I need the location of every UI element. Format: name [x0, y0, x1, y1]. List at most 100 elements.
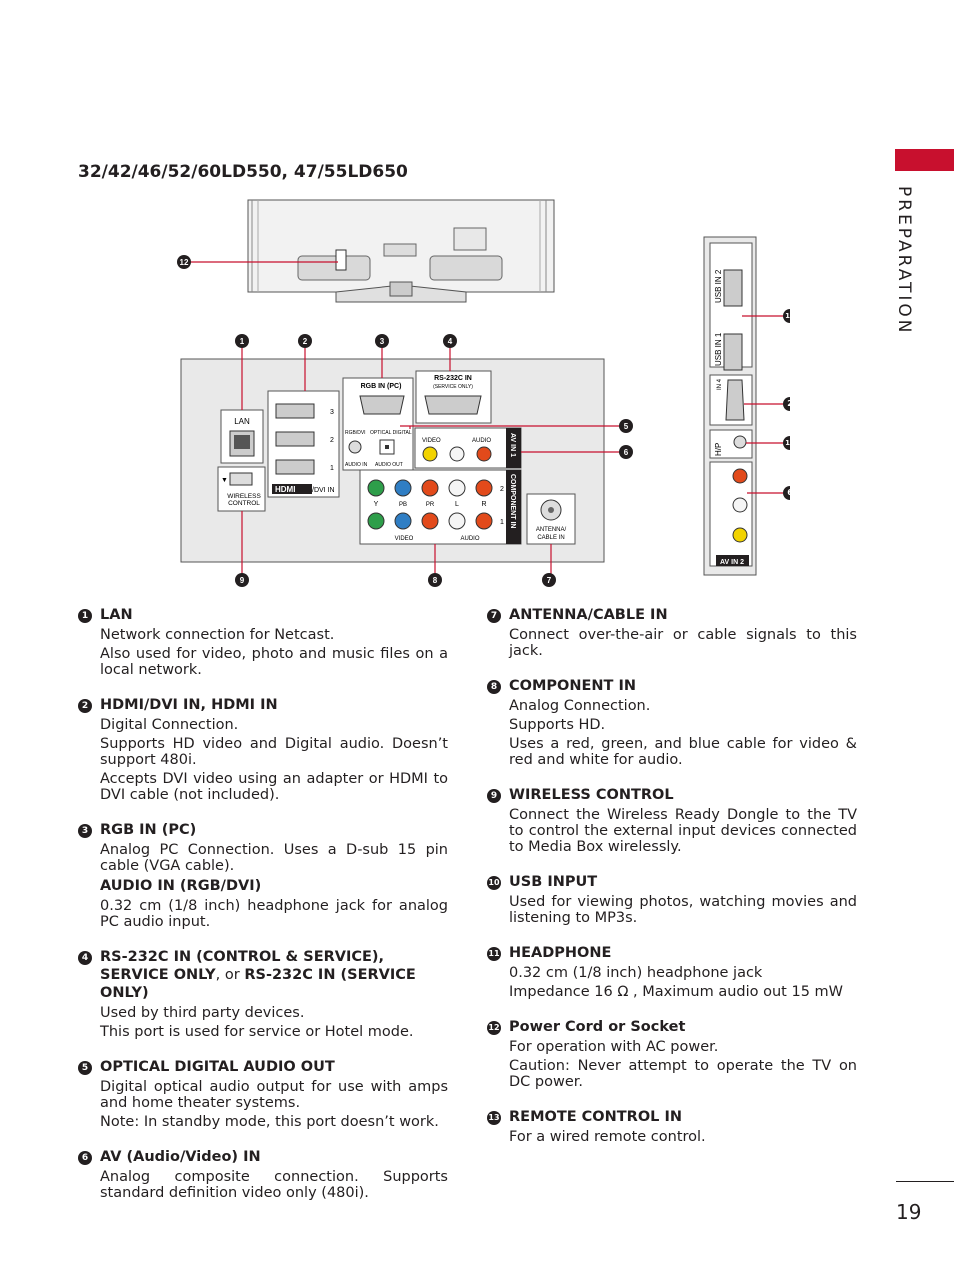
callout-1: 1 — [240, 337, 245, 346]
item-text: Digital Connection. — [100, 717, 239, 733]
item-number: 1 — [78, 609, 92, 623]
item-remote: 13 REMOTE CONTROL IN For a wired remote … — [487, 1108, 857, 1145]
item-text: 0.32 cm (1/8 inch) headphone jack for an… — [100, 898, 448, 930]
item-number: 13 — [487, 1111, 501, 1125]
item-text: Used for viewing photos, watching movies… — [509, 894, 857, 926]
diagram-callouts — [241, 348, 620, 575]
item-rgb: 3 RGB IN (PC) Analog PC Connection. Uses… — [78, 821, 448, 930]
hdmi-1: 1 — [330, 465, 334, 472]
side-panel: USB IN 2 USB IN 1 IN 4 H/P AV IN 2 — [703, 236, 757, 576]
item-text: Connect the Wireless Ready Dongle to the… — [509, 807, 857, 855]
callout-4: 4 — [448, 337, 453, 346]
av1-video-label: VIDEO — [422, 438, 441, 444]
item-number: 10 — [487, 876, 501, 890]
item-headphone: 11 HEADPHONE 0.32 cm (1/8 inch) headphon… — [487, 944, 857, 1000]
component-l: L — [455, 501, 459, 508]
item-text: Used by third party devices. — [100, 1005, 305, 1021]
item-text: Supports HD video and Digital audio. Doe… — [100, 736, 448, 768]
item-title: USB INPUT — [509, 874, 598, 890]
service-only-label: (SERVICE ONLY) — [433, 384, 473, 390]
model-title: 32/42/46/52/60LD550, 47/55LD650 — [78, 162, 408, 182]
section-label: PREPARATION — [880, 186, 920, 336]
hdmi-2: 2 — [330, 437, 334, 444]
usb-in-1-label: USB IN 1 — [714, 332, 723, 366]
component-in-label: COMPONENT IN — [509, 474, 516, 528]
callout-2-side: 2 — [787, 399, 793, 408]
component-1: 1 — [500, 519, 504, 526]
item-text: For operation with AC power. — [509, 1039, 719, 1055]
item-title: RGB IN (PC) — [100, 822, 197, 838]
item-lan: 1 LAN Network connection for Netcast. Al… — [78, 606, 448, 678]
item-power: 12 Power Cord or Socket For operation wi… — [487, 1018, 857, 1090]
callout-6: 6 — [624, 448, 629, 457]
callout-7: 7 — [547, 576, 552, 585]
av-in-1-label: AV IN 1 — [509, 433, 516, 457]
page-number: 19 — [896, 1200, 922, 1224]
component-video-label: VIDEO — [395, 536, 414, 542]
svg-text:CONTROL: CONTROL — [228, 500, 260, 507]
item-rs232c: 4 RS-232C IN (CONTROL & SERVICE), SERVIC… — [78, 948, 448, 1040]
right-column: 7 ANTENNA/CABLE IN Connect over-the-air … — [487, 606, 857, 1145]
component-y: Y — [374, 501, 379, 508]
component-2: 2 — [500, 486, 504, 493]
item-title: ANTENNA/CABLE IN — [509, 607, 668, 623]
svg-text:ANTENNA/: ANTENNA/ — [536, 527, 567, 533]
item-text: Digital optical audio output for use wit… — [100, 1079, 448, 1111]
item-optical: 5 OPTICAL DIGITAL AUDIO OUT Digital opti… — [78, 1058, 448, 1130]
item-antenna: 7 ANTENNA/CABLE IN Connect over-the-air … — [487, 606, 857, 659]
item-text: For a wired remote control. — [509, 1129, 706, 1145]
section-tab-marker — [895, 149, 954, 171]
rs232c-label: RS-232C IN — [434, 375, 472, 382]
item-text: Analog Connection. — [509, 698, 651, 714]
callout-3: 3 — [380, 337, 385, 346]
item-text: Note: In standby mode, this port doesn’t… — [100, 1114, 439, 1130]
audio-out-label: AUDIO OUT — [375, 462, 403, 468]
item-title: COMPONENT IN — [509, 678, 636, 694]
item-number: 3 — [78, 824, 92, 838]
item-text: Also used for video, photo and music fil… — [100, 646, 448, 678]
item-title: LAN — [100, 607, 133, 623]
callout-5: 5 — [624, 422, 629, 431]
item-text: Supports HD. — [509, 717, 606, 733]
callout-2: 2 — [303, 337, 308, 346]
component-pr: PR — [426, 502, 435, 508]
optical-digital-label: OPTICAL DIGITAL — [370, 430, 412, 436]
item-number: 11 — [487, 947, 501, 961]
rgb-in-label: RGB IN (PC) — [361, 383, 402, 390]
item-text: Analog composite connection. Supports st… — [100, 1169, 448, 1201]
audio-in-label: AUDIO IN — [345, 462, 368, 468]
item-text: Network connection for Netcast. — [100, 627, 335, 643]
item-title: REMOTE CONTROL IN — [509, 1109, 682, 1125]
item-av: 6 AV (Audio/Video) IN Analog composite c… — [78, 1148, 448, 1201]
usb-in-2-label: USB IN 2 — [714, 269, 723, 303]
item-usb: 10 USB INPUT Used for viewing photos, wa… — [487, 873, 857, 926]
item-component: 8 COMPONENT IN Analog Connection. Suppor… — [487, 677, 857, 768]
callout-6-side: 6 — [787, 488, 793, 497]
component-r: R — [481, 501, 486, 508]
item-title: HEADPHONE — [509, 945, 612, 961]
rgb-dvi-label: RGB/DVI — [345, 430, 366, 436]
item-number: 12 — [487, 1021, 501, 1035]
item-text: Connect over-the-air or cable signals to… — [509, 627, 857, 659]
callout-12: 12 — [180, 258, 189, 267]
section-label-text: PREPARATION — [894, 186, 914, 336]
item-title-or: , or — [215, 967, 245, 983]
item-title: WIRELESS CONTROL — [509, 787, 674, 803]
item-text: Analog PC Connection. Uses a D-sub 15 pi… — [100, 842, 448, 874]
item-title-b: RS-232C IN (SERVICE ONLY) — [100, 967, 416, 1001]
wireless-control-port: ▼ WIRELESS CONTROL — [217, 466, 266, 512]
item-number: 2 — [78, 699, 92, 713]
item-title: OPTICAL DIGITAL AUDIO OUT — [100, 1059, 335, 1075]
lan-label: LAN — [234, 417, 250, 426]
component-pb: PB — [399, 502, 407, 508]
item-text: 0.32 cm (1/8 inch) headphone jack — [509, 965, 763, 981]
svg-text:▼: ▼ — [221, 477, 228, 484]
lan-port: LAN — [220, 409, 264, 464]
connection-panel-diagram: 12 LAN ▼ WIRELESS CONTROL 3 2 1 HDMI /DV… — [177, 199, 790, 587]
av1-audio-label: AUDIO — [472, 438, 491, 444]
hdmi-logo: HDMI — [275, 485, 295, 494]
item-wireless: 9 WIRELESS CONTROL Connect the Wireless … — [487, 786, 857, 855]
dvi-in-label: /DVI IN — [312, 487, 335, 494]
callout-10: 10 — [785, 312, 795, 320]
item-title: Power Cord or Socket — [509, 1019, 686, 1035]
